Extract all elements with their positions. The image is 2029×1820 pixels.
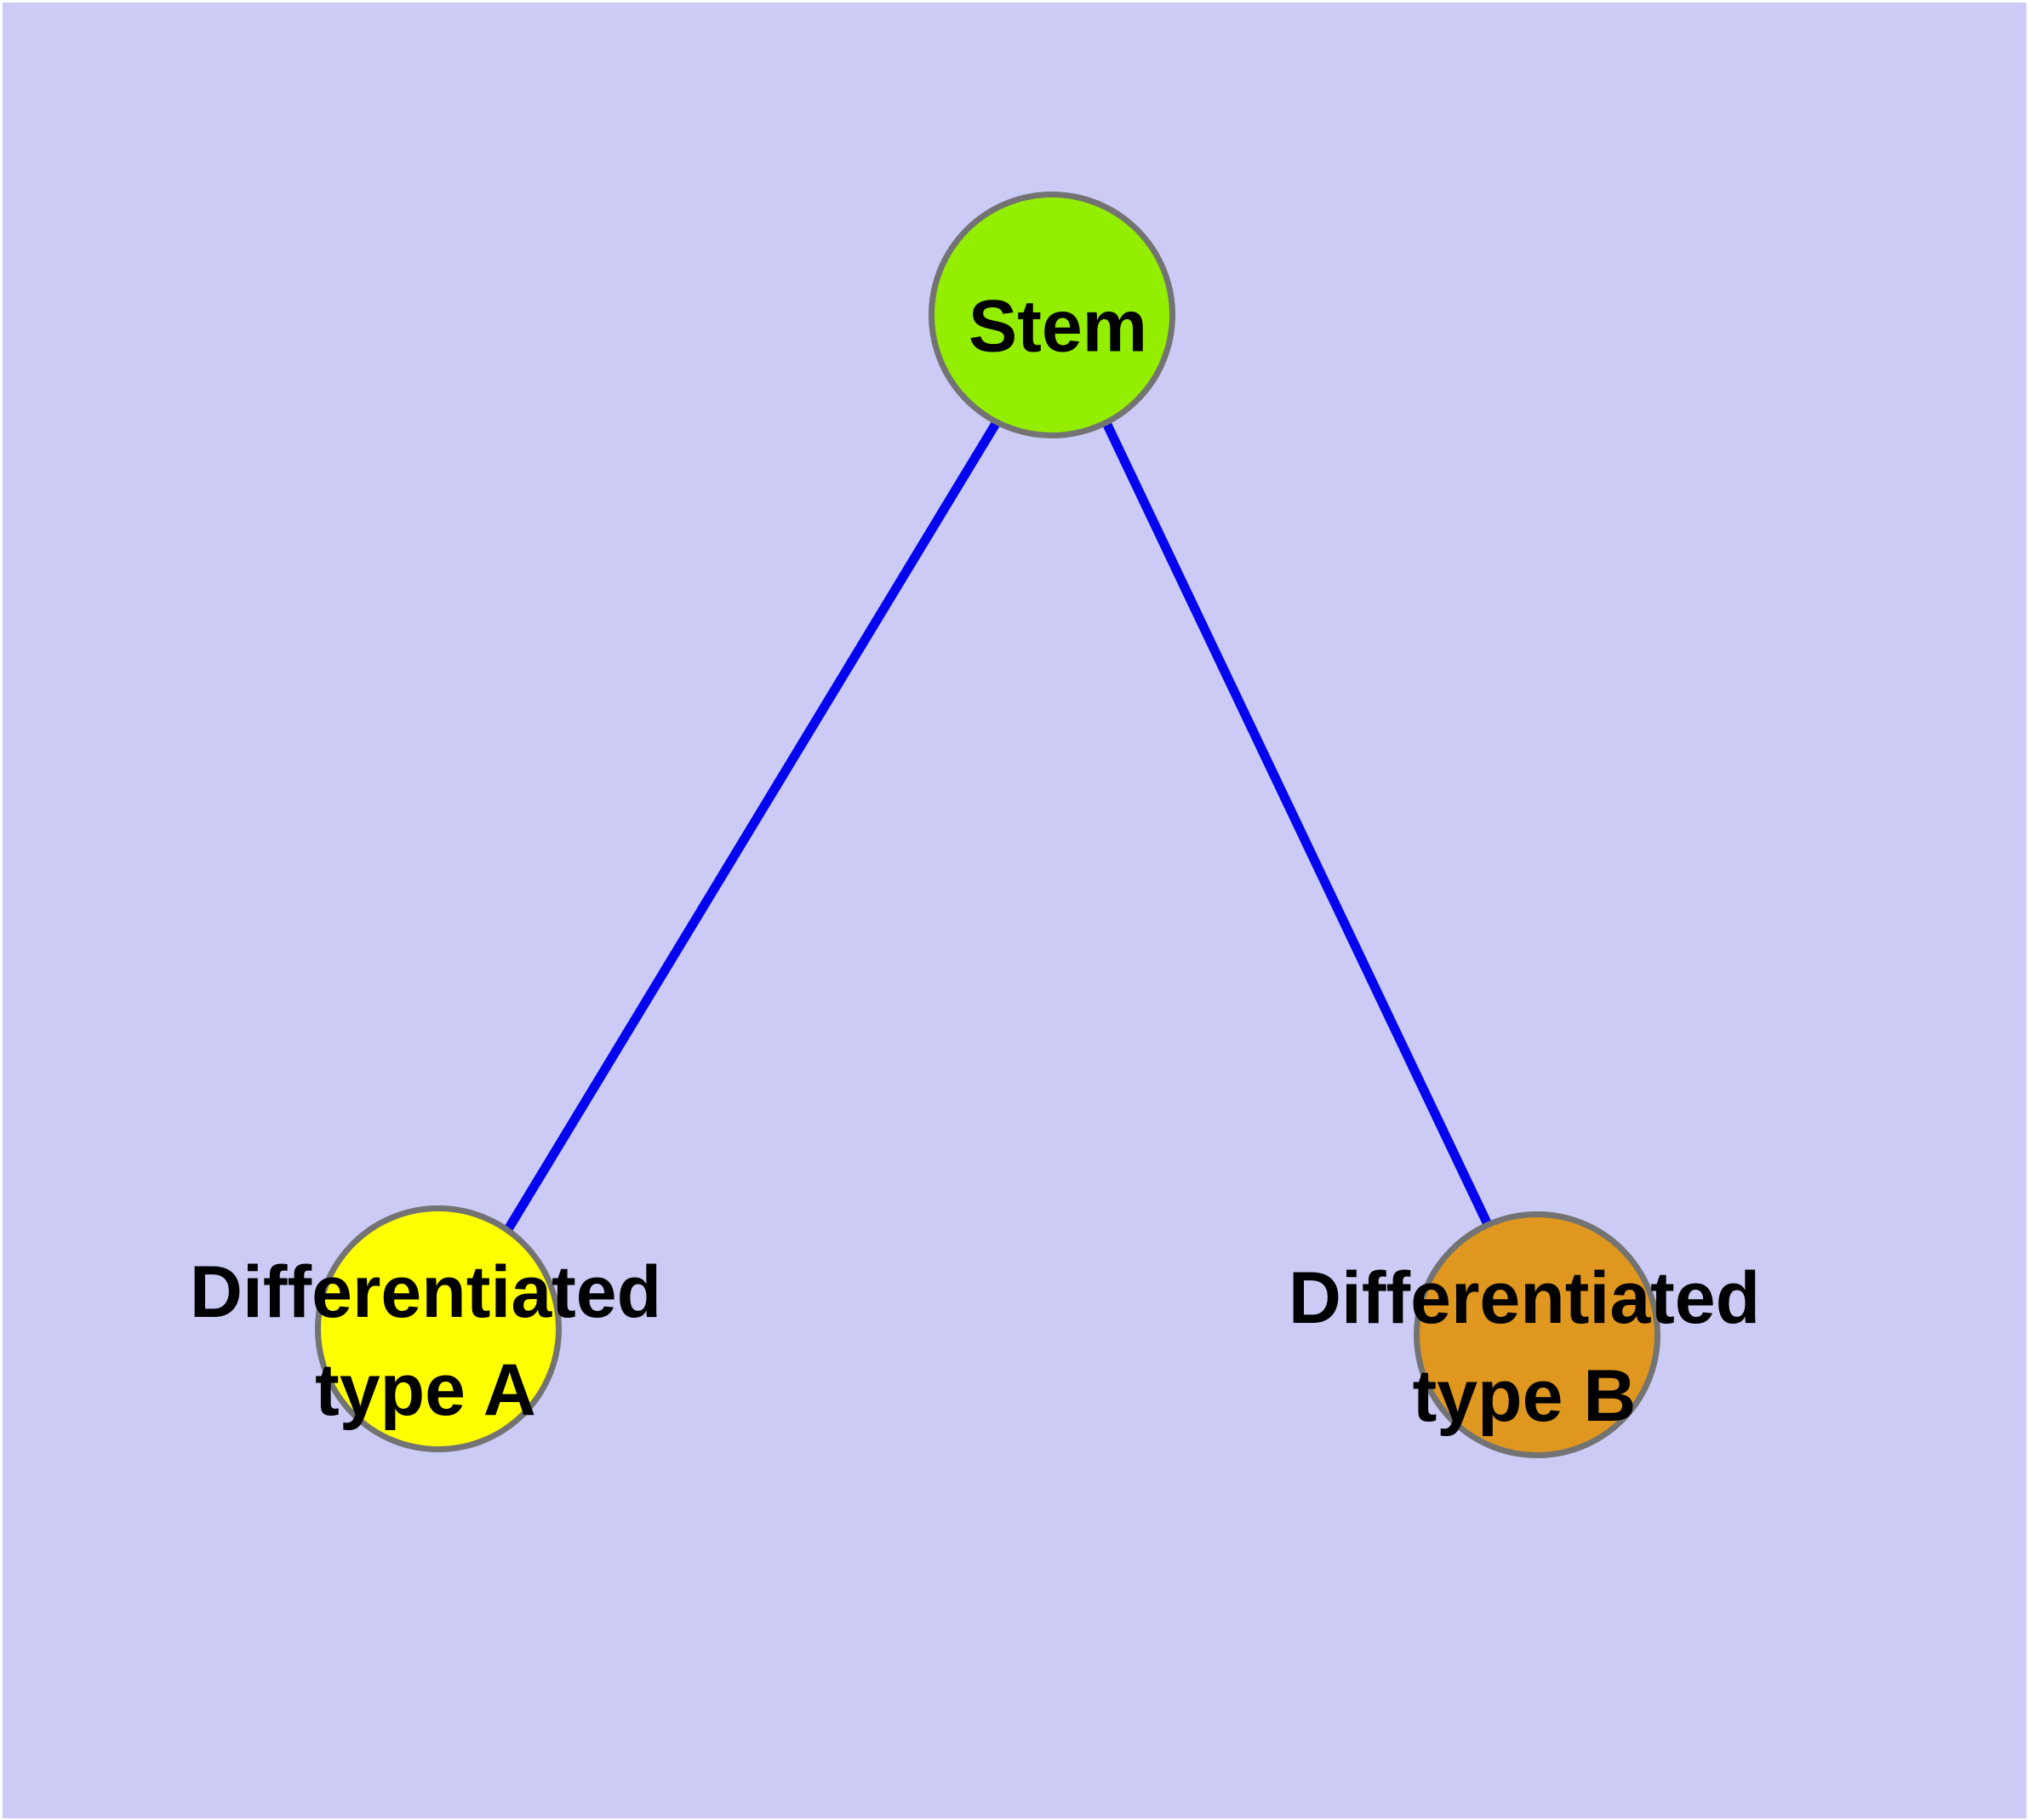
node-type-a[interactable] [315,1205,562,1452]
edge-layer [440,318,1547,1343]
edge-stem-type-b[interactable] [1054,318,1547,1343]
node-stem[interactable] [929,192,1175,438]
node-type-b[interactable] [1414,1211,1660,1458]
edge-stem-type-a[interactable] [440,318,1062,1337]
